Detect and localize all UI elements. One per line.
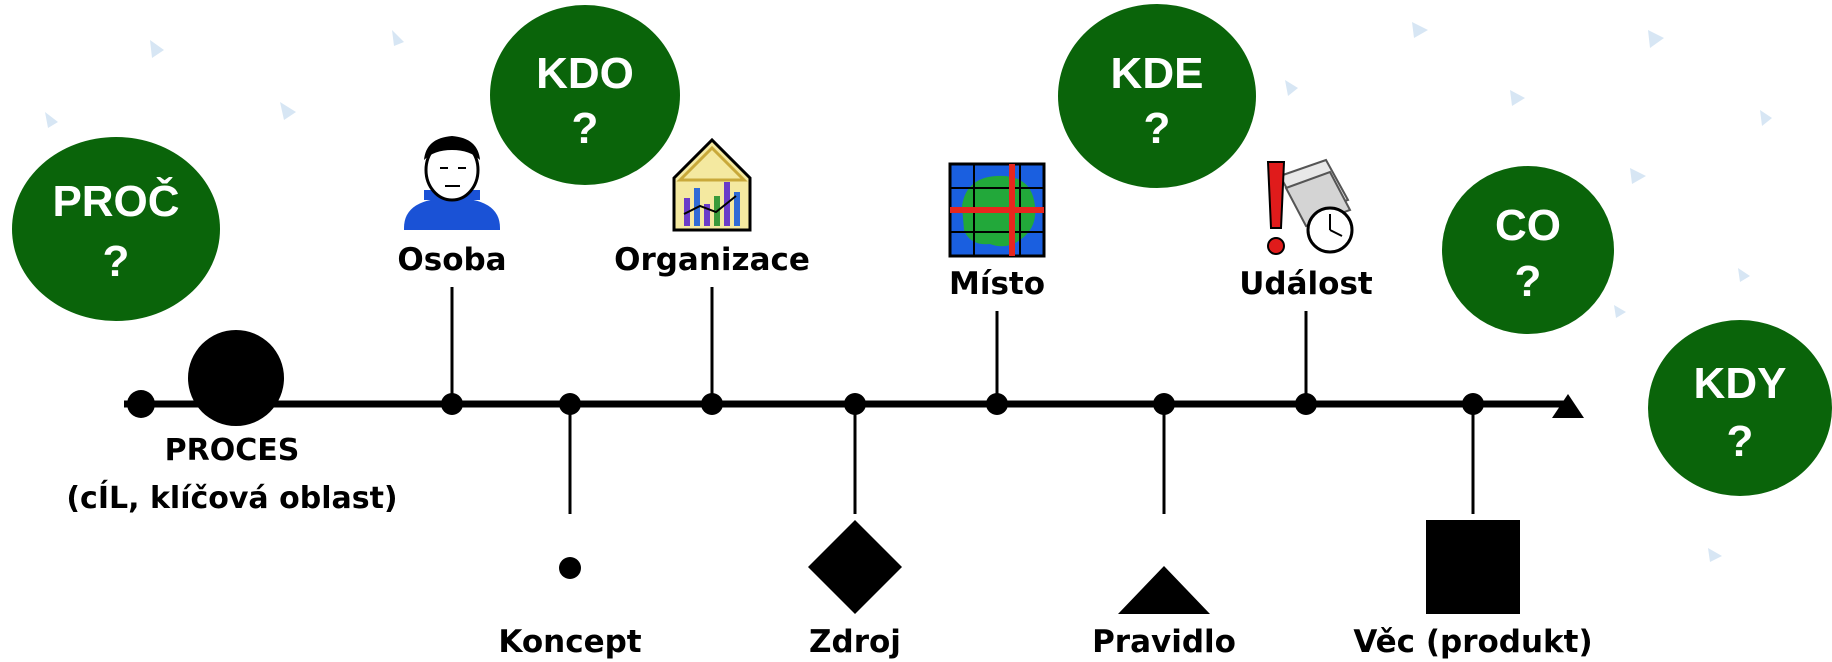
bubble-proc-shape [12, 137, 220, 321]
bubble-kde-word: KDE [1111, 49, 1204, 98]
koncept-label: Koncept [498, 624, 641, 660]
event-clock-icon [1266, 158, 1354, 255]
bubble-kdo: KDO ? [490, 5, 680, 185]
building-chart-icon [672, 137, 752, 232]
bubble-kdy-mark: ? [1727, 417, 1754, 466]
bubble-proc-word: PROČ [52, 175, 179, 226]
diamond-icon [808, 520, 902, 614]
vec-label: Věc (produkt) [1353, 624, 1592, 660]
pravidlo-label: Pravidlo [1092, 624, 1236, 660]
square-icon [1426, 520, 1520, 614]
udalost-label: Událost [1239, 266, 1373, 302]
axis-node-udalost [1295, 393, 1317, 415]
bubble-co: CO ? [1442, 166, 1614, 334]
person-icon [404, 136, 500, 230]
axis-node-pravidlo [1153, 393, 1175, 415]
axis-node-zdroj [844, 393, 866, 415]
axis-node-misto [986, 393, 1008, 415]
map-grid-icon [948, 162, 1046, 258]
bubble-kde-mark: ? [1144, 104, 1171, 153]
bubble-co-word: CO [1495, 201, 1561, 250]
axis-nodes [441, 393, 1484, 415]
proces-label: PROCES [165, 433, 300, 468]
bubble-co-shape [1442, 166, 1614, 334]
bubble-kde-shape [1058, 4, 1256, 188]
misto-label: Místo [949, 266, 1045, 302]
bubble-proc-mark: ? [103, 237, 130, 286]
bubble-kdo-mark: ? [572, 104, 599, 153]
proces-sublabel: (cÍL, klíčová oblast) [66, 480, 397, 516]
osoba-label: Osoba [397, 242, 506, 278]
organizace-label: Organizace [614, 242, 810, 278]
axis-node-vec [1462, 393, 1484, 415]
bubble-kdy-shape [1648, 320, 1832, 496]
timeline-start-dot [127, 390, 155, 418]
bubble-proc: PROČ ? [12, 137, 220, 321]
bubble-kde: KDE ? [1058, 4, 1256, 188]
bubble-kdy-word: KDY [1694, 359, 1787, 408]
dot-icon [559, 557, 581, 579]
bubble-kdo-shape [490, 5, 680, 185]
zdroj-label: Zdroj [809, 624, 901, 660]
axis-node-osoba [441, 393, 463, 415]
bubble-kdo-word: KDO [536, 49, 634, 98]
timeline-arrowhead [1552, 394, 1584, 418]
proces-big-circle [188, 330, 284, 426]
triangle-icon [1118, 566, 1210, 614]
connector-stems [450, 287, 1475, 514]
bubble-co-mark: ? [1515, 257, 1542, 306]
bubble-kdy: KDY ? [1648, 320, 1832, 496]
axis-node-organizace [701, 393, 723, 415]
axis-node-koncept [559, 393, 581, 415]
